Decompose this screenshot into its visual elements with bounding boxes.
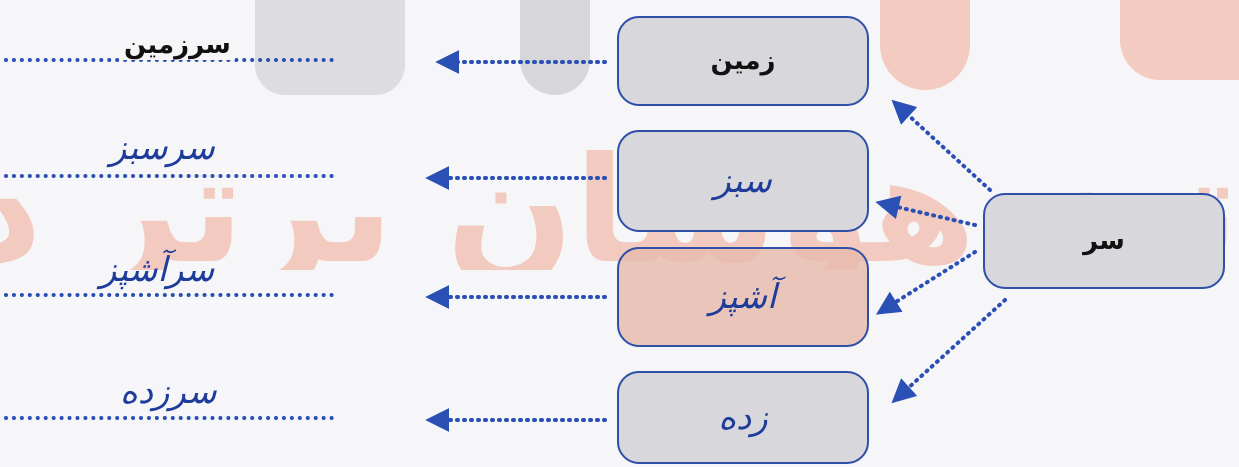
- answer-line-3: [4, 293, 334, 297]
- word-box-label: زمین: [710, 46, 776, 76]
- watermark-shape-3: [880, 0, 970, 90]
- answer-line-4: [4, 416, 334, 420]
- answer-text-3: سرآشپز: [100, 250, 215, 290]
- source-word-box: سر: [983, 193, 1225, 289]
- source-word-label: سر: [1083, 226, 1125, 256]
- watermark-shape-4: [1120, 0, 1239, 80]
- word-box-4: زده: [617, 371, 869, 464]
- arrow-to-word-2: [875, 195, 977, 227]
- answer-line-2: [4, 174, 334, 178]
- word-box-label: زده: [718, 397, 768, 438]
- arrow-to-word-3: [875, 250, 977, 315]
- watermark-shape-1: [255, 0, 405, 95]
- answer-text-4: سرزده: [120, 372, 217, 412]
- arrow-to-word-4: [891, 298, 1007, 404]
- word-box-1: زمین: [617, 16, 869, 106]
- answer-text-1: سرزمین: [120, 30, 235, 60]
- word-box-label: سبز: [714, 161, 772, 201]
- answer-text-2: سرسبز: [110, 128, 215, 168]
- word-box-label: آشپز: [709, 277, 777, 317]
- watermark-shape-2: [520, 0, 590, 95]
- word-box-3: آشپز: [617, 247, 869, 347]
- answer-line-1: [4, 58, 334, 62]
- arrow-to-word-1: [891, 99, 992, 192]
- word-box-2: سبز: [617, 130, 869, 232]
